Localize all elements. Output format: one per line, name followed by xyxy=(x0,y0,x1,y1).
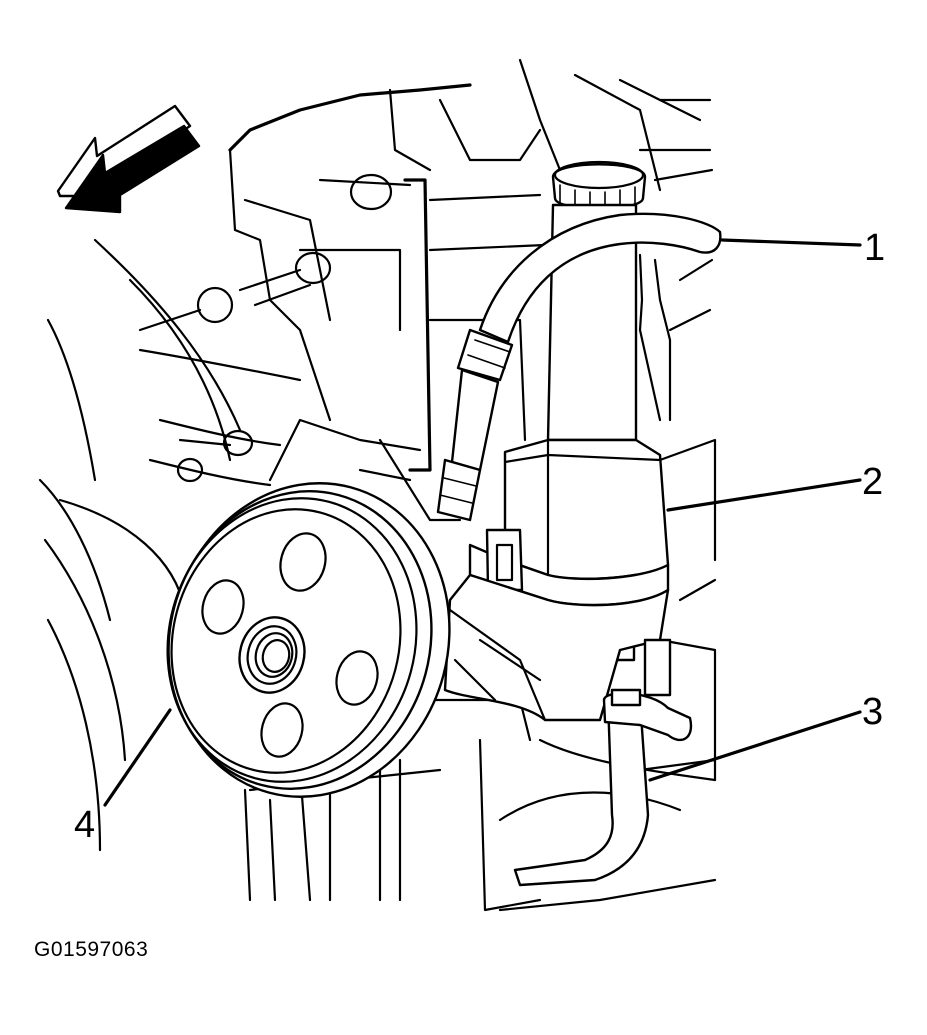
callout-2: 2 xyxy=(862,461,883,503)
leader-2 xyxy=(666,478,862,512)
figure-id-label: G01597063 xyxy=(34,938,149,961)
pulley xyxy=(166,482,451,798)
feed-hose xyxy=(513,638,693,887)
front-direction-arrow-icon xyxy=(56,104,201,214)
callout-1: 1 xyxy=(864,227,885,269)
callout-3: 3 xyxy=(862,691,883,733)
leader-3 xyxy=(648,710,862,782)
return-hose xyxy=(436,212,722,522)
engine-block-linework xyxy=(38,58,717,912)
callout-leaders xyxy=(103,238,862,807)
leader-4 xyxy=(103,708,172,807)
leader-1 xyxy=(720,238,862,247)
callout-4: 4 xyxy=(74,804,95,846)
